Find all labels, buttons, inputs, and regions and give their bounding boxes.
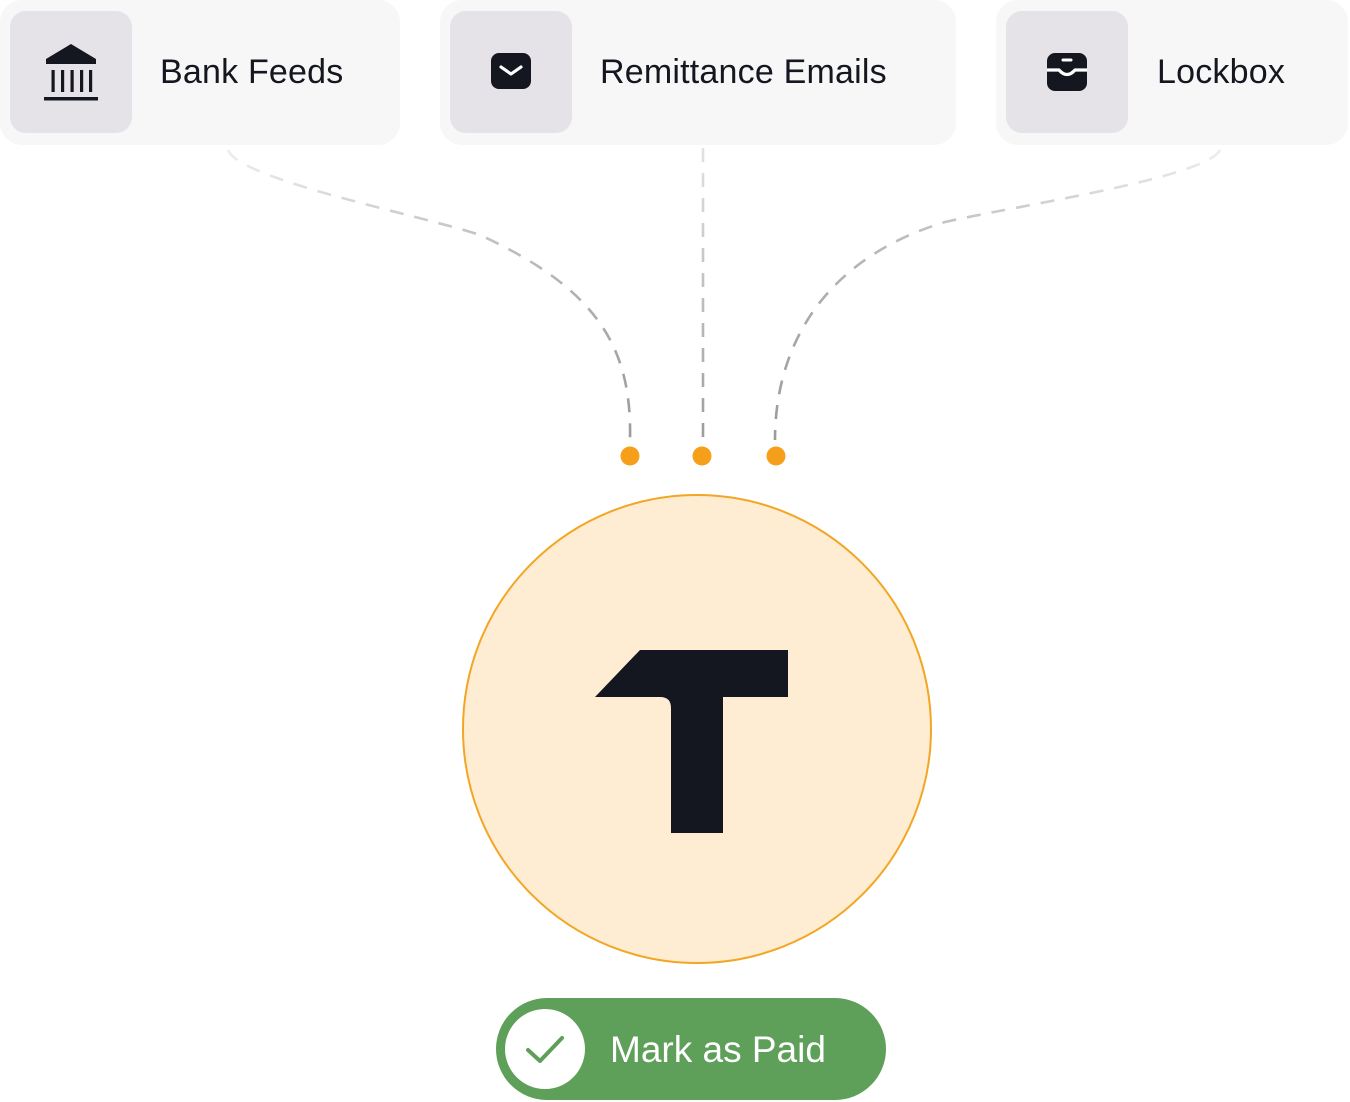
source-card-remittance-emails: Remittance Emails bbox=[440, 0, 956, 145]
source-label-lockbox: Lockbox bbox=[1157, 53, 1286, 91]
checkmark-circle bbox=[505, 1009, 585, 1089]
logo-t-icon bbox=[595, 650, 788, 833]
source-card-bank-feeds: Bank Feeds bbox=[0, 0, 400, 145]
source-label-bank-feeds: Bank Feeds bbox=[160, 53, 344, 91]
mark-as-paid-badge: Mark as Paid bbox=[496, 998, 886, 1100]
envelope-icon-tile bbox=[450, 11, 572, 133]
mark-as-paid-label: Mark as Paid bbox=[610, 1029, 826, 1070]
lockbox-icon bbox=[1047, 53, 1087, 91]
checkmark-icon bbox=[526, 1036, 564, 1063]
source-label-remittance-emails: Remittance Emails bbox=[600, 53, 887, 91]
bank-icon-tile bbox=[10, 11, 132, 133]
connector-dot-left bbox=[620, 446, 640, 466]
connector-bank-feeds bbox=[226, 149, 632, 441]
connector-dot-center bbox=[692, 446, 712, 466]
connector-lockbox bbox=[773, 149, 1222, 441]
processing-hub bbox=[462, 494, 932, 964]
source-card-lockbox: Lockbox bbox=[996, 0, 1348, 145]
envelope-icon bbox=[491, 53, 531, 89]
bank-icon bbox=[44, 44, 98, 101]
connector-dot-right bbox=[766, 446, 786, 466]
lockbox-icon-tile bbox=[1006, 11, 1128, 133]
